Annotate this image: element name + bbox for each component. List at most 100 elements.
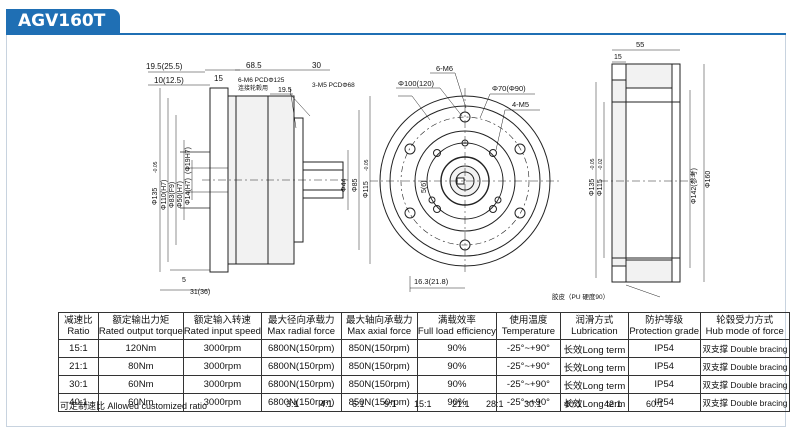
custom-ratio-row: 可定制速比 Allowed customized ratio 3:1 4:1 6… xyxy=(58,398,774,412)
cell-speed: 3000rpm xyxy=(182,393,262,412)
cell-radial: 6800N(150rpm) xyxy=(260,393,342,412)
cell-torque: 60Nm xyxy=(97,393,184,412)
custom-ratio: 30:1 xyxy=(524,399,542,409)
dim-phi19: (Φ19H7) xyxy=(185,147,192,174)
dim-68-5: 68.5 xyxy=(246,61,262,70)
dim-19-5b: 19.5 xyxy=(278,87,292,94)
cell-temperature: -25°~+90° xyxy=(495,357,561,376)
cell-hub-force: 双支撑 Double bracing xyxy=(699,357,790,376)
dim-6m6-pcd: 6-M6 PCDΦ125 xyxy=(238,77,285,84)
wheel-phi115: Φ115 xyxy=(597,179,604,196)
dim-30: 30 xyxy=(312,61,321,70)
cell-efficiency: 90% xyxy=(416,357,497,376)
table-row: 40:1 60Nm 3000rpm 6800N(150rpm) 850N(150… xyxy=(58,393,790,412)
custom-ratio: 4:1 xyxy=(320,399,333,409)
cell-efficiency: 90% xyxy=(416,375,497,394)
cell-efficiency: 90% xyxy=(416,393,497,412)
wheel-phi160: Φ160 xyxy=(705,171,712,188)
cell-ratio: 30:1 xyxy=(58,375,99,394)
cell-ratio: 21:1 xyxy=(58,357,99,376)
custom-ratio: 60:1 xyxy=(646,399,664,409)
custom-ratio-label: 可定制速比 Allowed customized ratio xyxy=(60,401,208,411)
cell-radial: 6800N(150rpm) xyxy=(260,339,342,358)
wheel-phi142: Φ142(参考) xyxy=(689,168,698,204)
dim-phi83: Φ83(F9) xyxy=(169,182,176,208)
dim-tol-115: -0.05 xyxy=(364,159,370,171)
title-rule xyxy=(6,33,786,35)
wheel-section-view xyxy=(595,49,705,298)
cell-axial: 850N(150rpm) xyxy=(340,375,418,394)
cell-axial: 850N(150rpm) xyxy=(340,357,418,376)
cell-lubrication: 长效Long term xyxy=(559,375,629,394)
dim-phi14: Φ14(H7) xyxy=(185,178,192,205)
cell-lubrication: 长效Long term xyxy=(559,339,629,358)
cell-torque: 60Nm xyxy=(97,375,184,394)
cell-temperature: -25°~+90° xyxy=(495,375,561,394)
front-16-3: 16.3(21.8) xyxy=(414,277,449,286)
custom-ratio: 40:1 xyxy=(564,399,582,409)
custom-ratio: 3:1 xyxy=(286,399,299,409)
wheel-phi135: Φ135 xyxy=(589,179,596,196)
cell-lubrication: 长效Long term xyxy=(559,393,629,412)
wheel-tol-1: -0.05 xyxy=(590,158,596,170)
cell-protection: IP54 xyxy=(627,357,701,376)
cell-protection: IP54 xyxy=(627,339,701,358)
cell-axial: 850N(150rpm) xyxy=(340,339,418,358)
table-row: 21:1 80Nm 3000rpm 6800N(150rpm) 850N(150… xyxy=(58,357,790,376)
cell-hub-force: 双支撑 Double bracing xyxy=(699,339,790,358)
dim-phi44: Φ44 xyxy=(341,179,348,192)
dim-10: 10(12.5) xyxy=(154,76,184,85)
side-section-view xyxy=(148,69,371,291)
front-phi70: Φ70(Φ90) xyxy=(492,84,526,93)
table-row: 15:1 120Nm 3000rpm 6800N(150rpm) 850N(15… xyxy=(58,339,790,358)
cell-hub-force: 双支撑 Double bracing xyxy=(699,393,790,412)
cell-speed: 3000rpm xyxy=(182,357,262,376)
cell-temperature: -25°~+90° xyxy=(495,339,561,358)
custom-ratio: 9:1 xyxy=(384,399,397,409)
dim-phi50: Φ50(H7) xyxy=(177,181,184,208)
dim-15: 15 xyxy=(214,74,223,83)
cell-speed: 3000rpm xyxy=(182,339,262,358)
cell-axial: 850N(150rpm) xyxy=(340,393,418,412)
front-view xyxy=(370,72,560,292)
custom-ratio: 6:1 xyxy=(352,399,365,409)
cell-radial: 6800N(150rpm) xyxy=(260,357,342,376)
cell-lubrication: 长效Long term xyxy=(559,357,629,376)
cell-protection: IP54 xyxy=(627,393,701,412)
wheel-55: 55 xyxy=(636,40,644,49)
custom-ratio: 28:1 xyxy=(486,399,504,409)
front-6m6: 6-M6 xyxy=(436,64,453,73)
cell-efficiency: 90% xyxy=(416,339,497,358)
wheel-15: 15 xyxy=(614,54,622,61)
cell-hub-force: 双支撑 Double bracing xyxy=(699,375,790,394)
front-phi100: Φ100(120) xyxy=(398,79,435,88)
product-title: AGV160T xyxy=(6,9,120,34)
dim-31: 31(36) xyxy=(190,289,210,296)
dim-phi110: Φ110(H7) xyxy=(161,180,168,210)
dim-conn-note: 连接轮毂用 xyxy=(238,84,268,92)
dim-19-5: 19.5(25.5) xyxy=(146,62,183,71)
dim-phi135: Φ135 xyxy=(152,188,159,205)
cell-torque: 80Nm xyxy=(97,357,184,376)
cell-ratio: 15:1 xyxy=(58,339,99,358)
drawing-frame xyxy=(6,35,786,427)
front-4m5: 4-M5 xyxy=(512,100,529,109)
cell-radial: 6800N(150rpm) xyxy=(260,375,342,394)
dim-5: 5 xyxy=(182,277,186,284)
dim-phi115: Φ115 xyxy=(363,181,370,198)
cell-torque: 120Nm xyxy=(97,339,184,358)
cell-protection: IP54 xyxy=(627,375,701,394)
custom-ratio: 15:1 xyxy=(414,399,432,409)
table-row: 30:1 60Nm 3000rpm 6800N(150rpm) 850N(150… xyxy=(58,375,790,394)
